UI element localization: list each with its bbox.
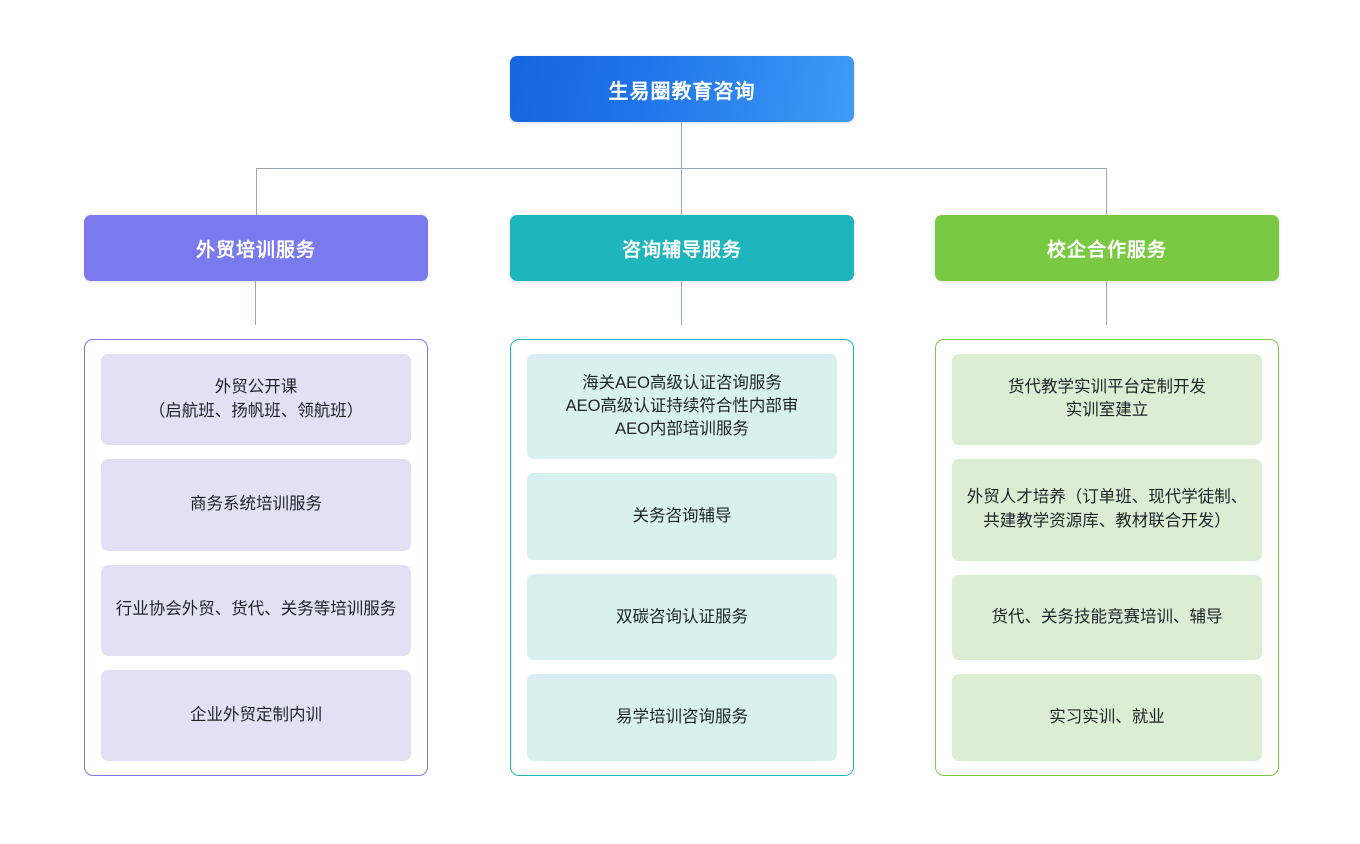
branch-consulting-tutoring: 咨询辅导服务 海关AEO高级认证咨询服务 AEO高级认证持续符合性内部审 AEO… (510, 215, 854, 776)
list-item[interactable]: 实习实训、就业 (952, 673, 1262, 761)
list-item[interactable]: 外贸公开课 （启航班、扬帆班、领航班） (101, 354, 411, 446)
list-item[interactable]: 货代教学实训平台定制开发 实训室建立 (952, 354, 1262, 445)
root-node[interactable]: 生易圈教育咨询 (510, 56, 854, 122)
list-item[interactable]: 双碳咨询认证服务 (527, 573, 837, 661)
list-item[interactable]: 货代、关务技能竞赛培训、辅导 (952, 574, 1262, 660)
list-item[interactable]: 行业协会外贸、货代、关务等培训服务 (101, 564, 411, 656)
connector-branch-3-vertical (1106, 168, 1108, 215)
branch-box-school-enterprise-cooperation: 货代教学实训平台定制开发 实训室建立 外贸人才培养（订单班、现代学徒制、共建教学… (935, 339, 1279, 776)
connector-branch-2-vertical (681, 168, 683, 215)
branch-header-label: 外贸培训服务 (195, 239, 316, 261)
branch-box-consulting-tutoring: 海关AEO高级认证咨询服务 AEO高级认证持续符合性内部审 AEO内部培训服务 … (510, 339, 854, 776)
branch-header-label: 咨询辅导服务 (621, 239, 742, 261)
list-item[interactable]: 企业外贸定制内训 (101, 669, 411, 761)
connector-branch-2-stub (681, 281, 683, 325)
list-item[interactable]: 关务咨询辅导 (527, 473, 837, 560)
connector-branch-1-stub (255, 281, 257, 325)
branch-school-enterprise-cooperation: 校企合作服务 货代教学实训平台定制开发 实训室建立 外贸人才培养（订单班、现代学… (935, 215, 1279, 776)
list-item[interactable]: 商务系统培训服务 (101, 459, 411, 551)
connector-branch-3-stub (1106, 281, 1108, 325)
list-item[interactable]: 海关AEO高级认证咨询服务 AEO高级认证持续符合性内部审 AEO内部培训服务 (527, 354, 837, 460)
root-node-label: 生易圈教育咨询 (608, 80, 756, 103)
list-item[interactable]: 易学培训咨询服务 (527, 674, 837, 761)
branch-header-consulting-tutoring[interactable]: 咨询辅导服务 (510, 215, 854, 281)
connector-root-vertical (681, 122, 683, 169)
branch-header-foreign-trade-training[interactable]: 外贸培训服务 (84, 215, 428, 281)
branch-foreign-trade-training: 外贸培训服务 外贸公开课 （启航班、扬帆班、领航班） 商务系统培训服务 行业协会… (84, 215, 428, 776)
branch-header-label: 校企合作服务 (1046, 239, 1167, 261)
branch-header-school-enterprise-cooperation[interactable]: 校企合作服务 (935, 215, 1279, 281)
list-item[interactable]: 外贸人才培养（订单班、现代学徒制、共建教学资源库、教材联合开发） (952, 458, 1262, 561)
branch-box-foreign-trade-training: 外贸公开课 （启航班、扬帆班、领航班） 商务系统培训服务 行业协会外贸、货代、关… (84, 339, 428, 776)
connector-branch-1-vertical (256, 168, 258, 215)
